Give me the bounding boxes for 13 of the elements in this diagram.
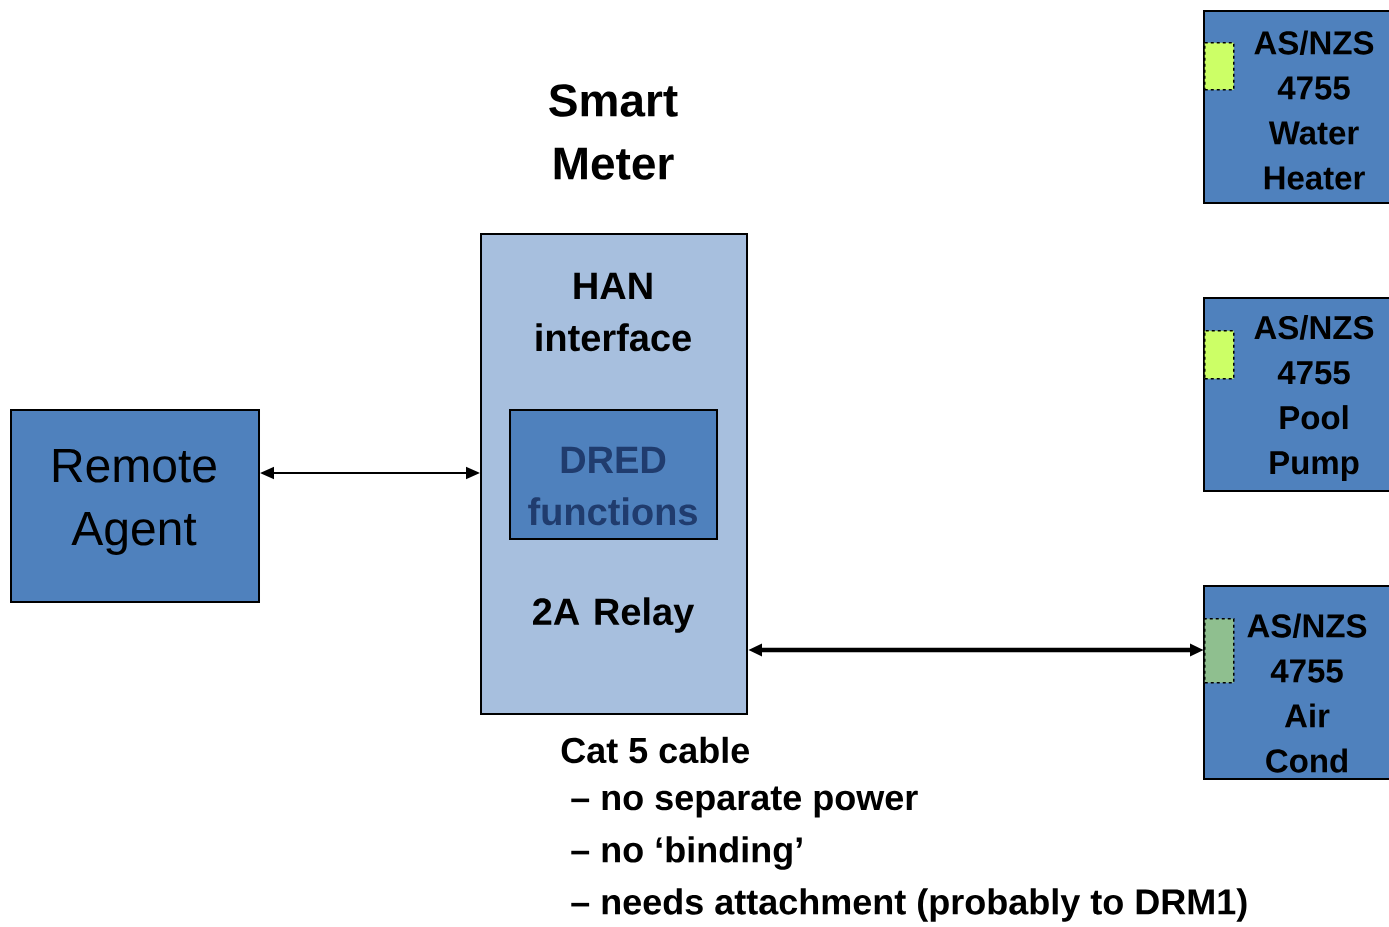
agent-box: Remote Agent <box>10 409 260 603</box>
appliance-box: AS/NZS 4755 Water Heater <box>1203 10 1389 204</box>
note-text: – no ‘binding’ <box>571 836 802 870</box>
connector-port <box>1204 42 1235 91</box>
node-label: Smart Meter <box>549 84 678 180</box>
function-box: DRED functions <box>509 409 718 540</box>
appliance-box: AS/NZS 4755 Air Cond <box>1203 585 1389 780</box>
note-text: Cat 5 cable <box>561 736 749 764</box>
connector-port <box>1204 330 1235 380</box>
appliance-box: AS/NZS 4755 Pool Pump <box>1203 297 1389 492</box>
connector-port <box>1204 618 1235 684</box>
note-text: – needs attachment (probably to DRM1) <box>571 888 1247 922</box>
note-text: – no separate power <box>571 786 918 818</box>
